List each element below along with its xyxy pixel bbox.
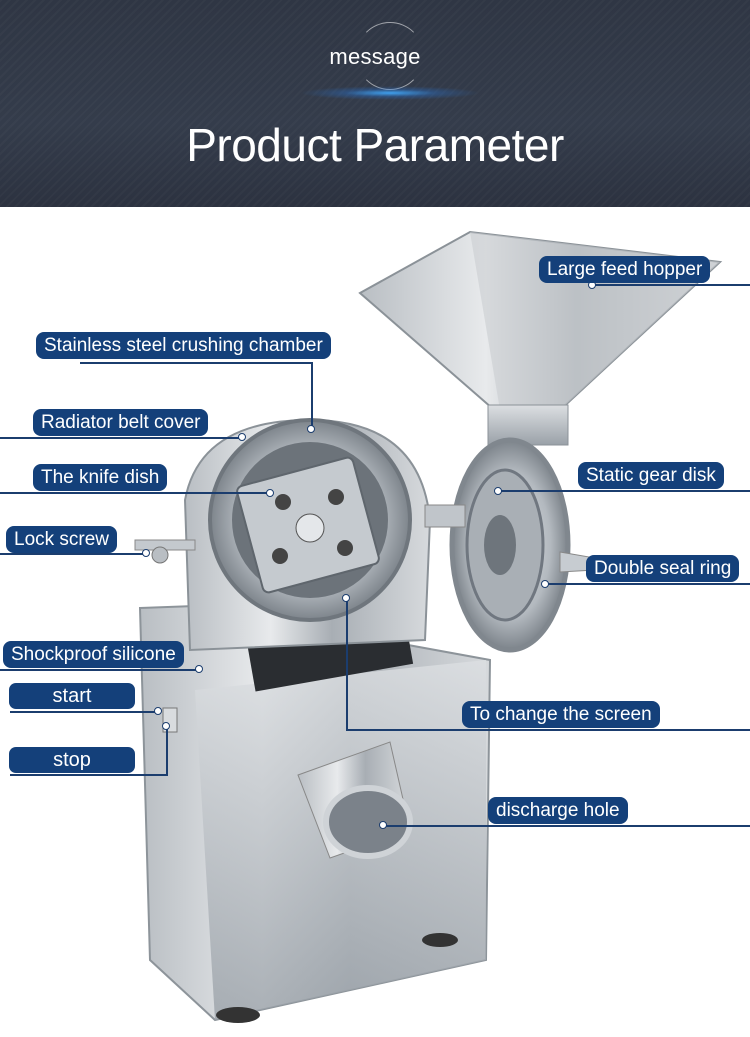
- leader-chamber: [80, 362, 312, 364]
- label-radiator-belt-cover: Radiator belt cover: [33, 409, 209, 436]
- leader-radiator: [0, 437, 245, 439]
- pointer-dot: [238, 433, 246, 441]
- pointer-dot: [195, 665, 203, 673]
- leader-shockproof: [0, 669, 200, 671]
- label-shockproof-silicone: Shockproof silicone: [3, 641, 184, 668]
- pointer-dot: [154, 707, 162, 715]
- leader-hopper: [595, 284, 750, 286]
- label-change-screen: To change the screen: [462, 701, 660, 728]
- pointer-dot: [494, 487, 502, 495]
- leader-lock: [0, 553, 148, 555]
- page-title: Product Parameter: [186, 119, 564, 171]
- header-glow-ornament: [300, 86, 480, 100]
- discharge-opening: [323, 785, 413, 859]
- label-stop: stop: [9, 747, 135, 773]
- pointer-dot: [379, 821, 387, 829]
- leader-stop-vertical: [166, 727, 168, 776]
- leader-discharge: [385, 825, 750, 827]
- label-knife-dish: The knife dish: [33, 464, 168, 491]
- label-static-gear-disk: Static gear disk: [578, 462, 724, 489]
- header-tag: message: [329, 44, 421, 69]
- leader-seal: [548, 583, 750, 585]
- header-banner: message Product Parameter: [0, 0, 750, 207]
- leader-static-gear: [500, 490, 750, 492]
- leader-stop: [10, 774, 168, 776]
- leader-chamber-vertical: [311, 362, 313, 430]
- leader-screen: [346, 729, 750, 731]
- label-discharge-hole: discharge hole: [488, 797, 628, 824]
- pointer-dot: [162, 722, 170, 730]
- pointer-dot: [342, 594, 350, 602]
- label-crushing-chamber: Stainless steel crushing chamber: [36, 332, 331, 359]
- leader-screen-vertical: [346, 598, 348, 730]
- pointer-dot: [266, 489, 274, 497]
- pointer-dot: [307, 425, 315, 433]
- label-start: start: [9, 683, 135, 709]
- label-lock-screw: Lock screw: [6, 526, 118, 553]
- pointer-dot: [142, 549, 150, 557]
- label-large-feed-hopper: Large feed hopper: [539, 256, 711, 283]
- leader-knife: [0, 492, 272, 494]
- label-double-seal-ring: Double seal ring: [586, 555, 740, 582]
- leader-start: [10, 711, 160, 713]
- pointer-dot: [541, 580, 549, 588]
